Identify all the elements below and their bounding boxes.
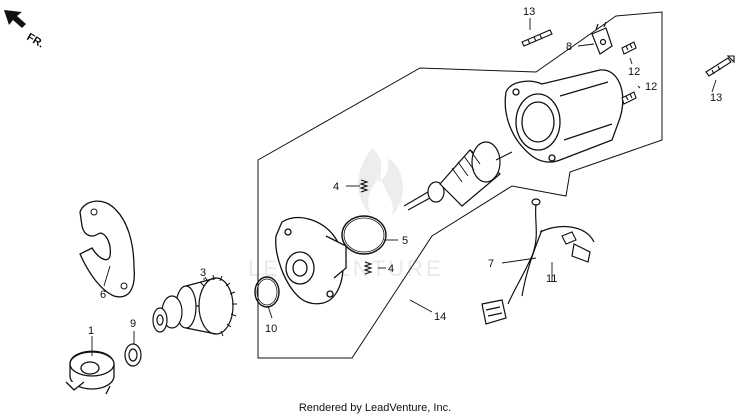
brush-spring-upper-part	[359, 179, 369, 193]
callout-10: 10	[265, 323, 277, 335]
long-bolt-13-top-part	[521, 29, 553, 47]
clutch-housing-part	[65, 350, 115, 395]
callout-4-lower: 4	[388, 263, 394, 275]
o-ring-10-part	[254, 276, 280, 308]
terminal-bracket-part	[591, 21, 613, 55]
leader-lines	[91, 18, 717, 356]
callout-12-upper: 12	[628, 66, 640, 78]
callout-8: 8	[566, 41, 572, 53]
callout-3: 3	[200, 267, 206, 279]
callout-1: 1	[88, 325, 94, 337]
callout-6: 6	[100, 289, 106, 301]
starter-drive-part	[152, 274, 237, 337]
mounting-plate-part	[79, 200, 135, 298]
wire-clip-11-part	[561, 231, 577, 245]
callout-14: 14	[434, 311, 446, 323]
o-ring-5-part	[341, 215, 387, 255]
callout-5: 5	[402, 235, 408, 247]
armature-part	[403, 141, 513, 211]
assembly-frame-14	[257, 11, 663, 359]
brush-spring-lower-part	[363, 261, 373, 275]
callout-12-lower: 12	[645, 81, 657, 93]
wire-harness-part	[481, 198, 595, 325]
orientation-label: FR.	[25, 31, 46, 50]
callout-13-right: 13	[710, 92, 722, 104]
footer-credit: Rendered by LeadVenture, Inc.	[298, 402, 452, 414]
callout-9: 9	[130, 318, 136, 330]
callout-4-upper: 4	[333, 181, 339, 193]
callout-7: 7	[488, 258, 494, 270]
watermark-flame-icon	[358, 148, 404, 216]
arrow-icon	[4, 10, 26, 28]
bearing-part	[124, 343, 142, 367]
front-orientation-arrow: FR.	[4, 10, 46, 50]
callout-labels: 1 3 4 4 5 6 7 8 9 10 11 12 12 13 13 14	[88, 6, 722, 337]
front-bracket-part	[275, 216, 347, 305]
bolt-12-upper-part	[621, 41, 637, 55]
callout-13-top: 13	[523, 6, 535, 18]
callout-11: 11	[546, 273, 557, 285]
motor-housing-part	[504, 69, 624, 163]
long-bolt-13-right-part	[705, 55, 735, 77]
bolt-12-lower-part	[621, 91, 637, 105]
